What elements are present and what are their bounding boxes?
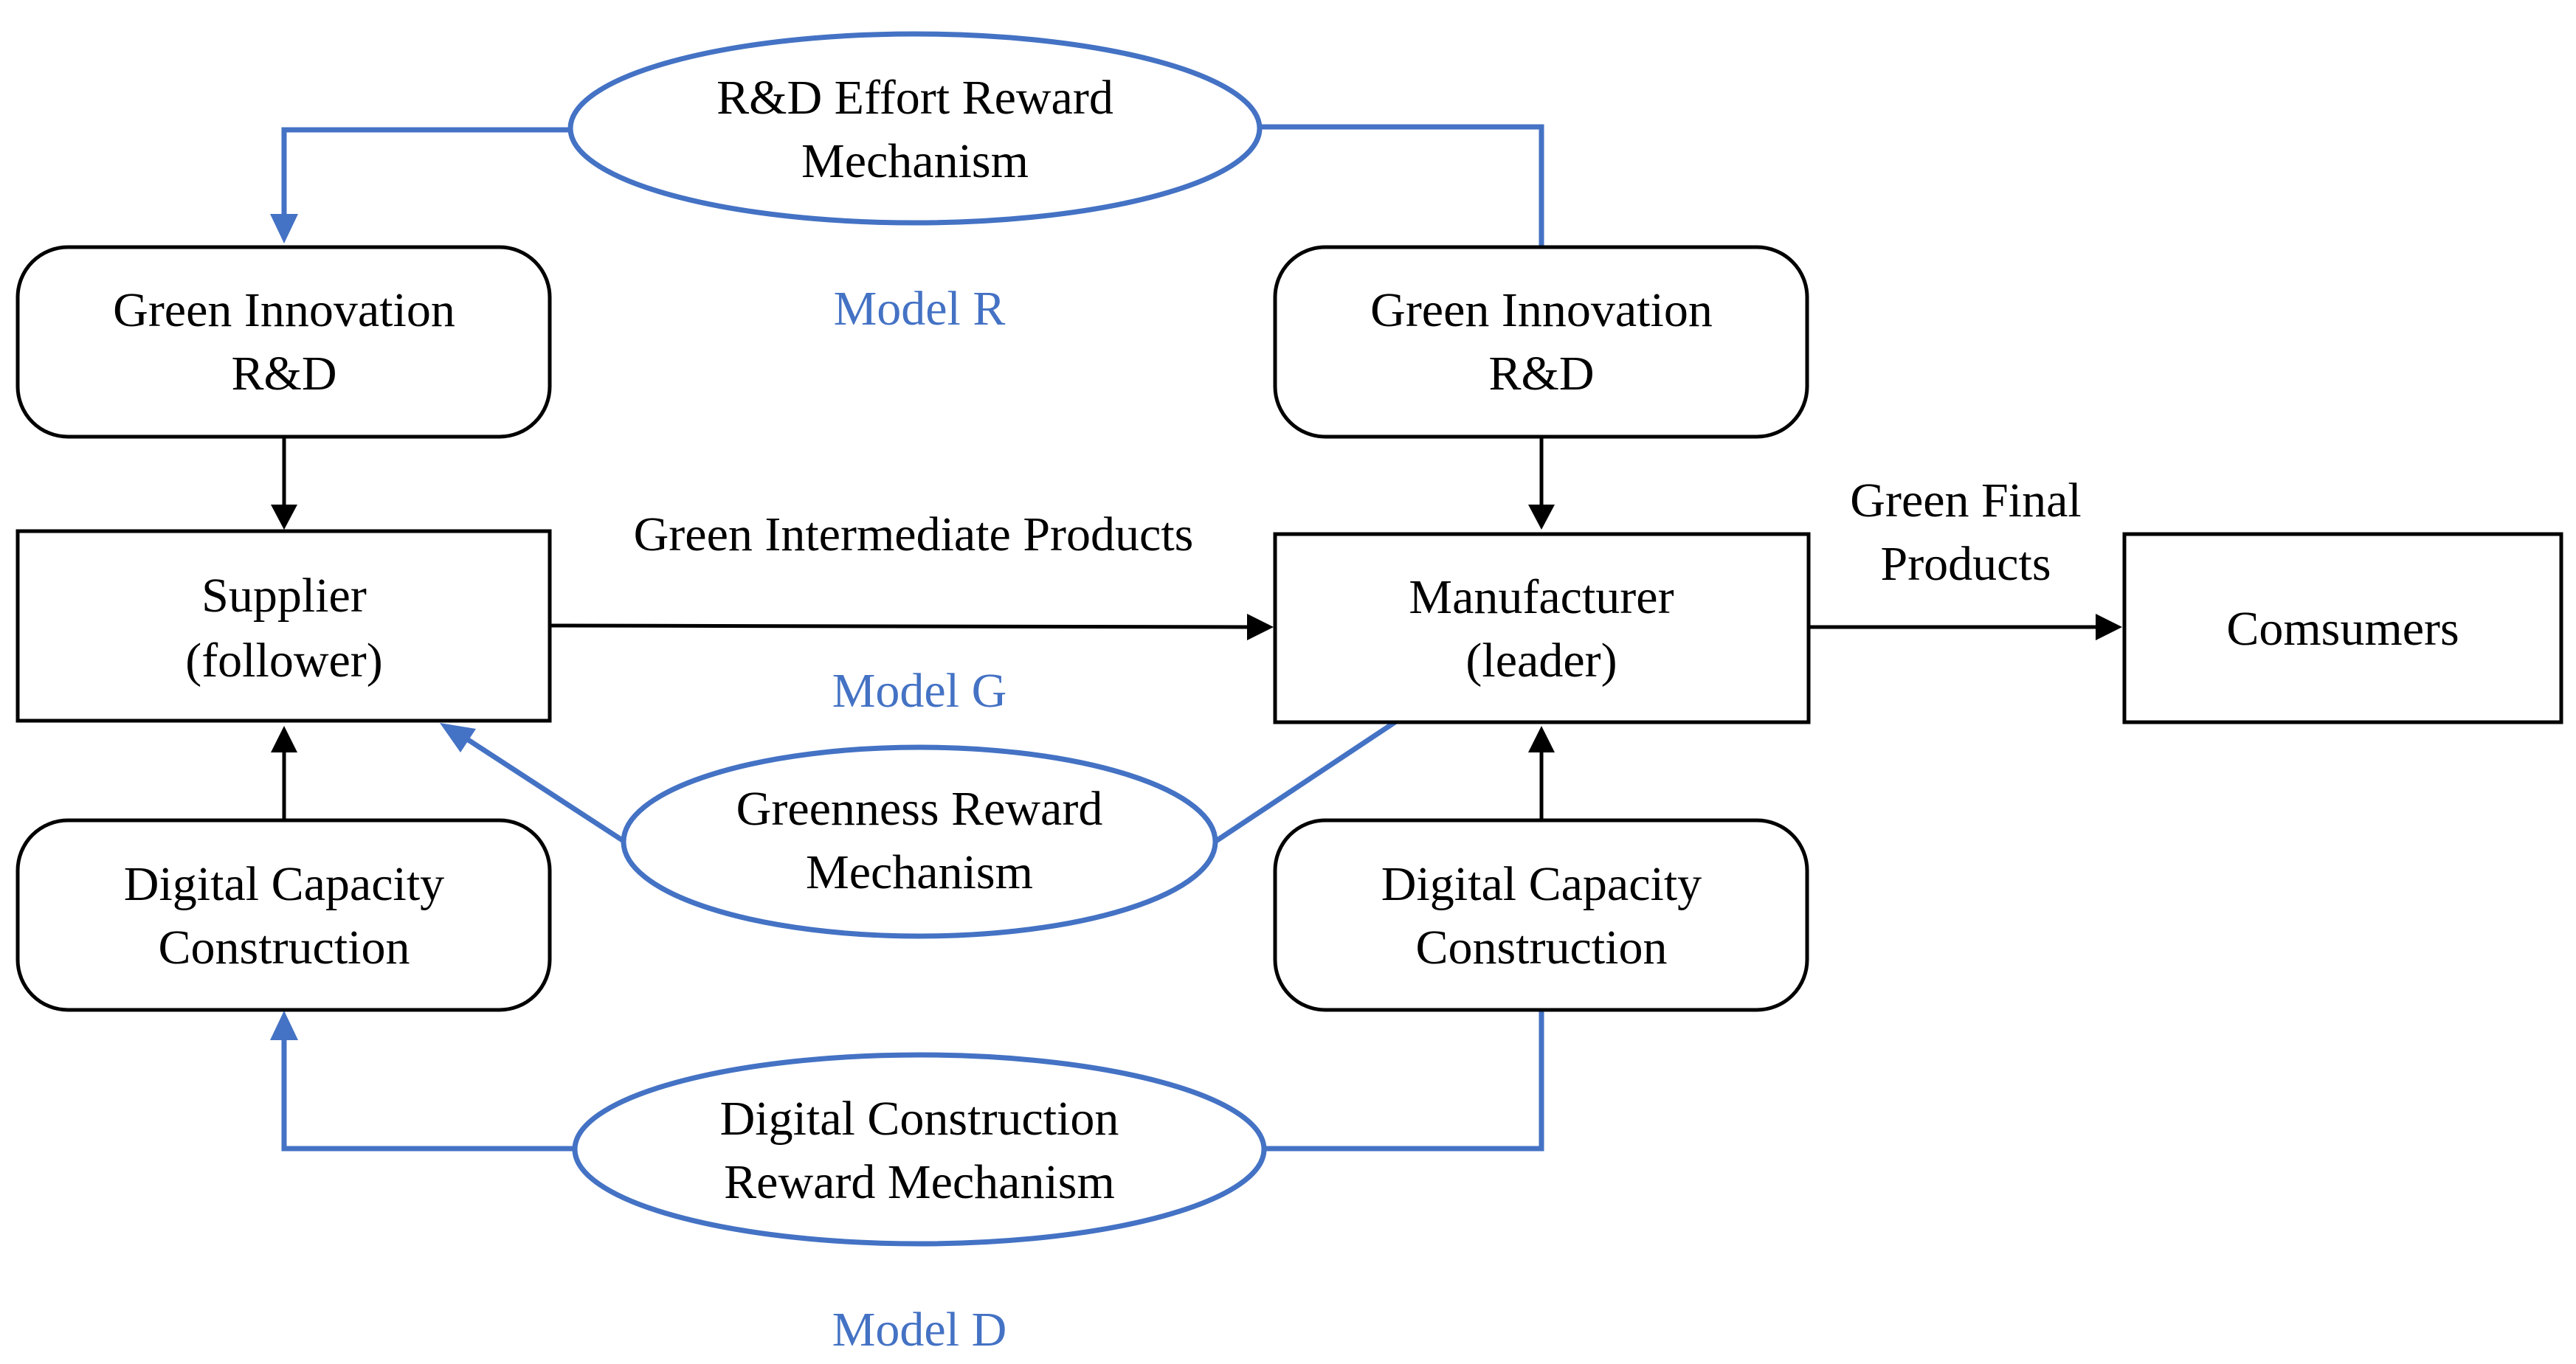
arrowhead-right-2 — [2096, 614, 2122, 640]
digital-reward-to-supplier-digital-arrow — [281, 1040, 576, 1152]
manufacturer-role: (leader) — [1465, 634, 1617, 688]
greenness-reward-connectors — [440, 719, 1398, 843]
supplier-rd-line1: Green Innovation — [113, 283, 455, 337]
rd-reward-line1: R&D Effort Reward — [716, 71, 1113, 125]
digital-reward-arrowhead — [270, 1011, 298, 1040]
consumers-box: Comsumers — [2122, 532, 2563, 724]
arrowhead-up-1 — [271, 726, 297, 752]
rd-reward-line2: Mechanism — [801, 134, 1029, 188]
arrowhead-up-2 — [1528, 726, 1555, 752]
rd-reward-to-supplier-rd-arrow — [281, 127, 576, 233]
model-d-label: Model D — [832, 1303, 1006, 1357]
intermediate-products-label: Green Intermediate Products — [634, 508, 1194, 561]
manufacturer-box: Manufacturer (leader) — [1273, 532, 1811, 724]
arrowhead-right-1 — [1247, 614, 1274, 640]
greenness-reward-to-supplier-arrow — [463, 735, 625, 843]
supplier-digital-box: Digital Capacity Construction — [15, 818, 552, 1012]
supplier-box: Supplier (follower) — [15, 529, 552, 723]
final-products-label-line2: Products — [1881, 537, 2051, 591]
final-products-label-line1: Green Final — [1850, 474, 2081, 527]
model-r-label: Model R — [834, 282, 1006, 336]
rd-reward-mechanism: R&D Effort Reward Mechanism — [567, 31, 1263, 226]
consumers-label: Comsumers — [2226, 602, 2459, 656]
digital-reward-connectors — [270, 1011, 1544, 1152]
supplier-to-manufacturer-arrow — [549, 623, 1248, 629]
greenness-reward-arrowhead — [440, 723, 476, 752]
model-g-label: Model G — [832, 664, 1006, 718]
manufacturer-rd-box: Green Innovation R&D — [1273, 245, 1809, 439]
rd-reward-connectors — [270, 124, 1544, 248]
supplier-role: (follower) — [185, 634, 383, 688]
digital-reward-to-manufacturer-digital-line — [1263, 1011, 1544, 1152]
digital-reward-mechanism: Digital Construction Reward Mechanism — [572, 1052, 1267, 1247]
manufacturer-digital-line2: Construction — [1416, 921, 1668, 974]
rd-reward-arrowhead — [270, 214, 298, 243]
greenness-reward-line1: Greenness Reward — [736, 782, 1103, 836]
manufacturer-rd-line1: Green Innovation — [1370, 283, 1713, 337]
supplier-rd-line2: R&D — [231, 347, 336, 401]
supplier-digital-line2: Construction — [159, 921, 410, 974]
greenness-reward-mechanism: Greenness Reward Mechanism — [621, 744, 1218, 939]
supplier-rd-box: Green Innovation R&D — [15, 245, 552, 439]
greenness-reward-line2: Mechanism — [806, 845, 1033, 899]
manufacturer-rd-line2: R&D — [1488, 347, 1594, 401]
supplier-title: Supplier — [201, 569, 367, 623]
greenness-reward-to-manufacturer-line — [1215, 719, 1398, 843]
digital-reward-line2: Reward Mechanism — [724, 1155, 1115, 1209]
supplier-digital-line1: Digital Capacity — [124, 857, 444, 911]
arrowhead-down-2 — [1528, 505, 1555, 530]
digital-reward-line1: Digital Construction — [720, 1092, 1119, 1146]
manufacturer-digital-line1: Digital Capacity — [1381, 857, 1702, 911]
manufacturer-digital-box: Digital Capacity Construction — [1273, 818, 1809, 1012]
rd-reward-to-manufacturer-rd-line — [1254, 124, 1544, 248]
arrowhead-down-1 — [271, 505, 297, 530]
flow-arrows — [271, 437, 2122, 820]
manufacturer-title: Manufacturer — [1409, 570, 1674, 624]
